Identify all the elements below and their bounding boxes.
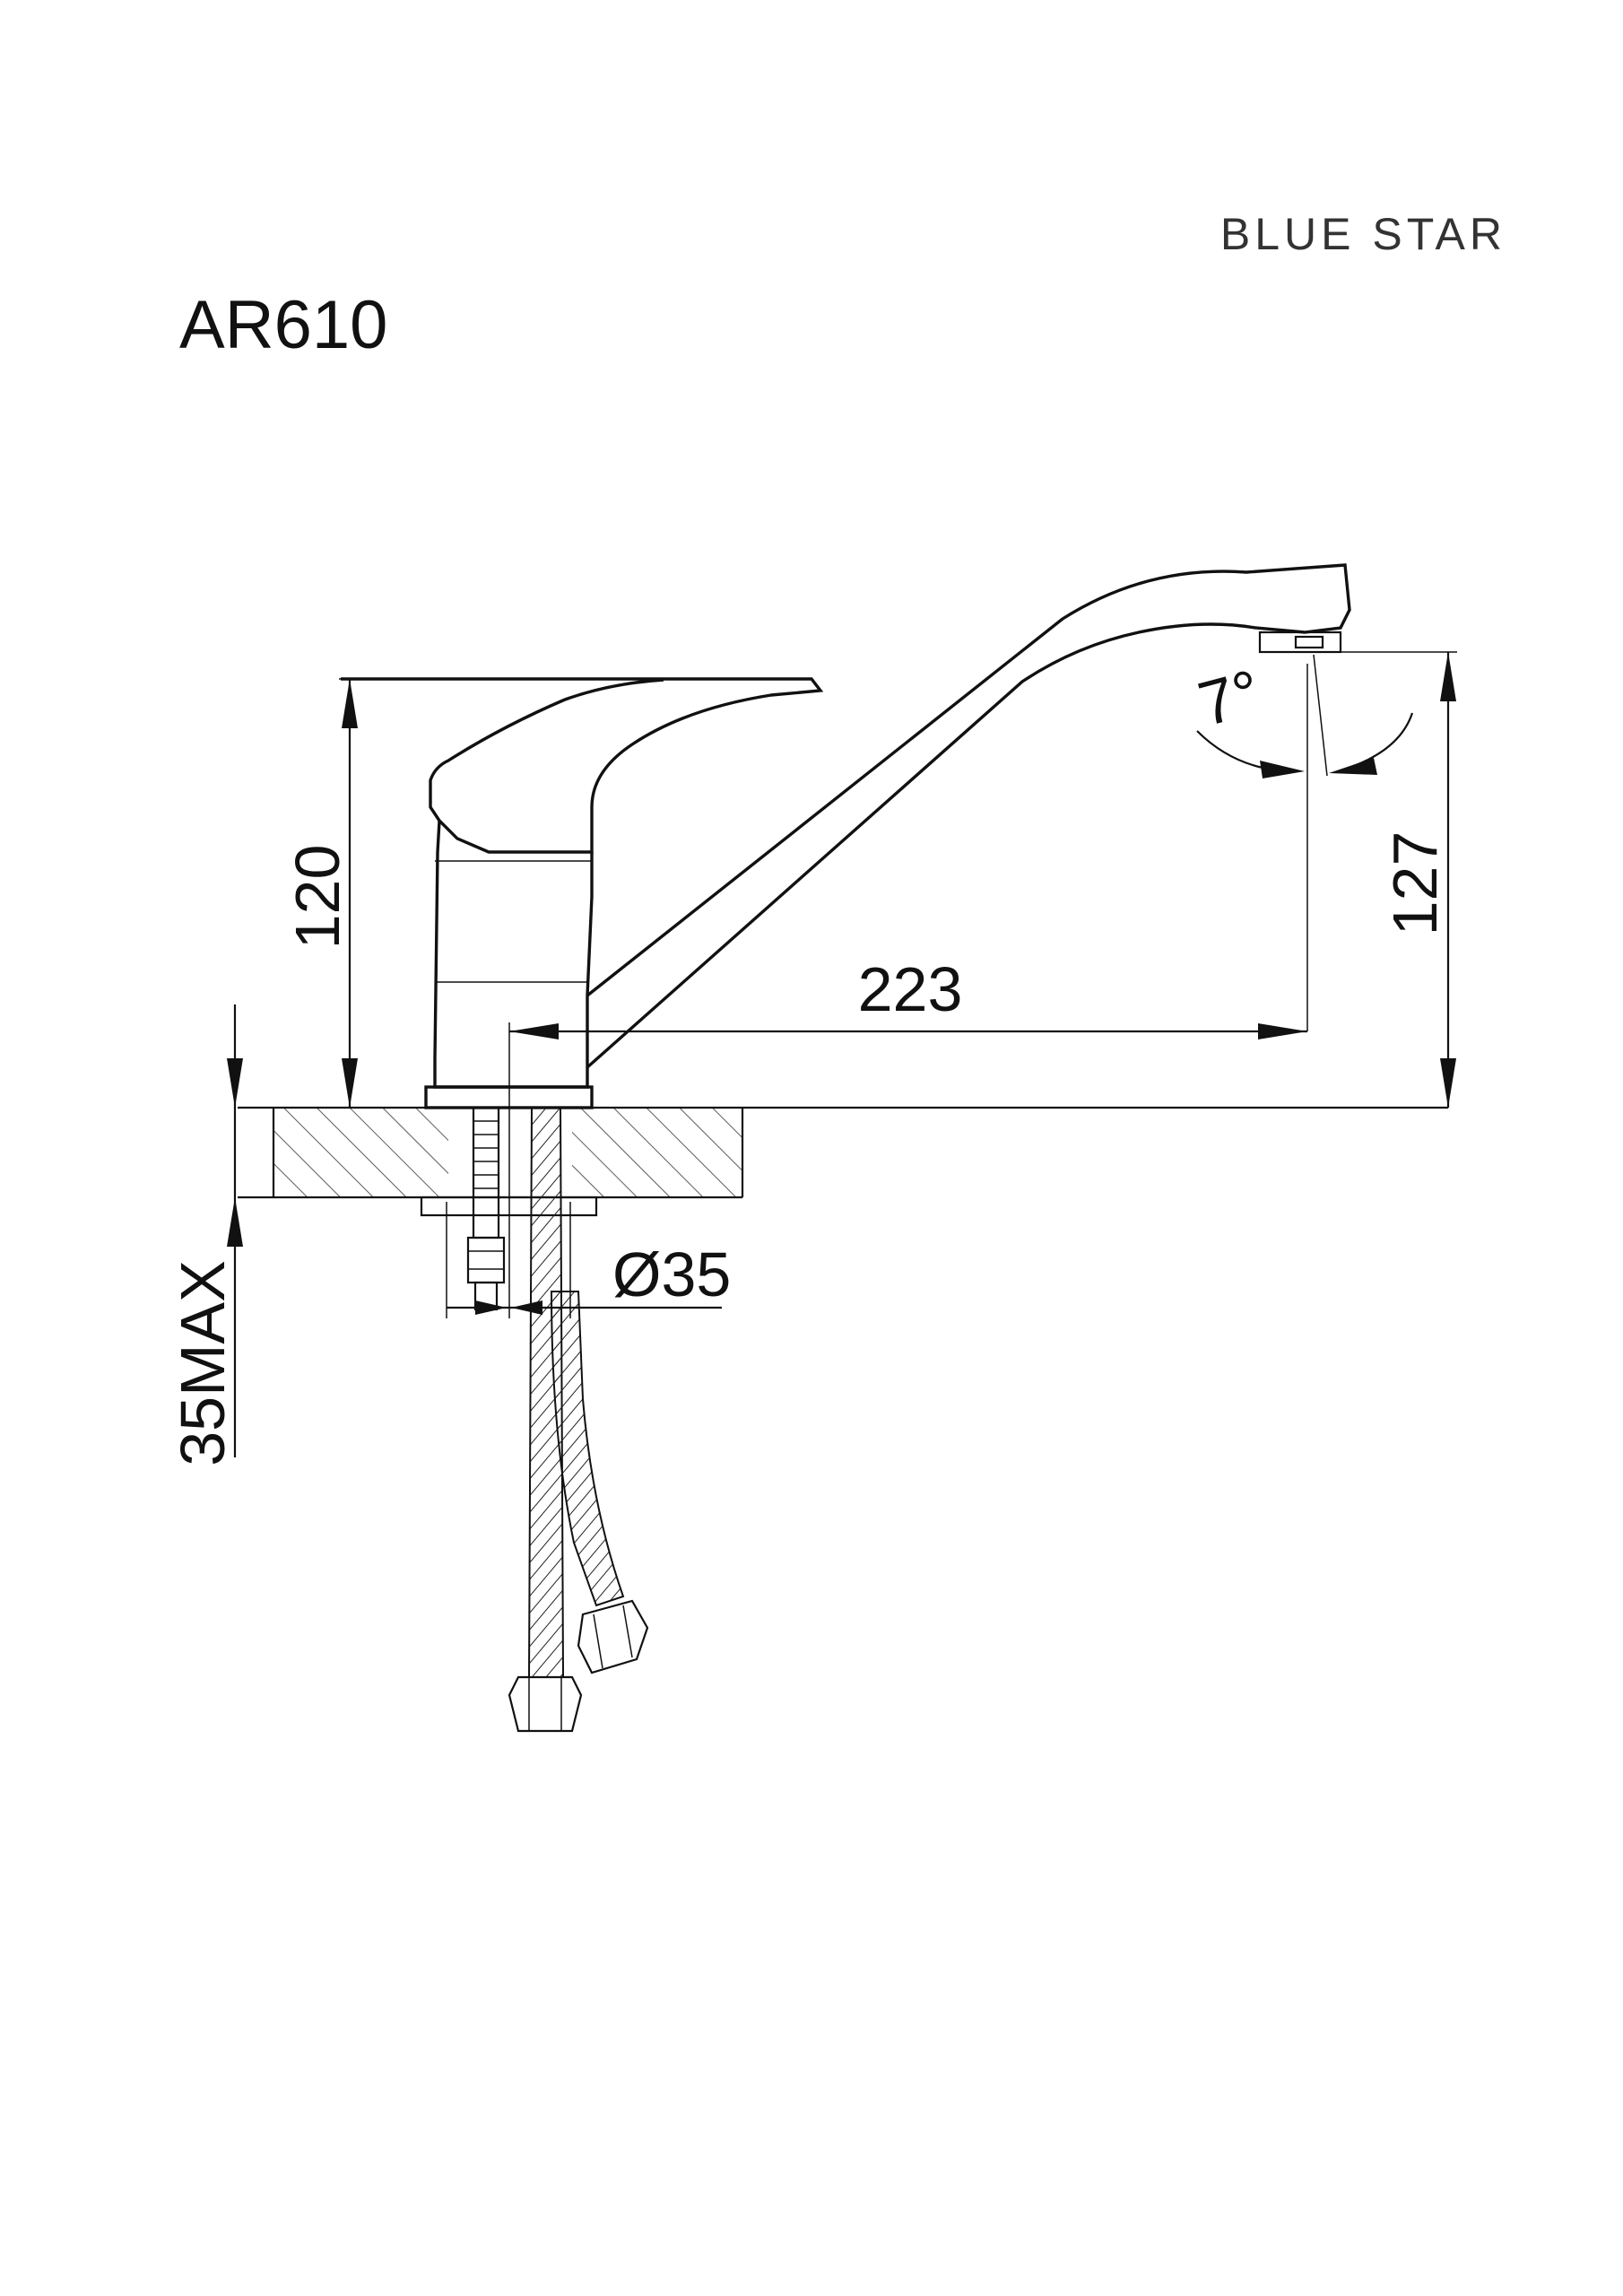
dimension-max-thickness: 35MAX (168, 1004, 243, 1466)
dimension-hole-diameter: Ø35 (446, 1202, 731, 1318)
hose-secondary (550, 1291, 625, 1607)
lever-height-label: 120 (282, 845, 352, 950)
model-number: AR610 (179, 287, 387, 363)
faucet-body (341, 563, 1351, 1109)
dimension-spout-height: 127 (1318, 651, 1457, 1108)
dimension-lever-height: 120 (282, 678, 807, 1108)
reach-label: 223 (858, 954, 963, 1024)
mounting-hardware (420, 1106, 649, 1733)
dimension-spout-reach: 223 (508, 664, 1308, 1318)
max-thickness-label: 35MAX (168, 1260, 238, 1466)
countertop-section (238, 1106, 1448, 1199)
dimension-tilt-angle: 7° (1192, 654, 1414, 778)
tilt-label: 7° (1192, 657, 1268, 740)
spout-height-label: 127 (1380, 831, 1450, 936)
hole-diameter-label: Ø35 (612, 1239, 731, 1309)
brand-logo: BLUE STAR (1220, 209, 1506, 259)
